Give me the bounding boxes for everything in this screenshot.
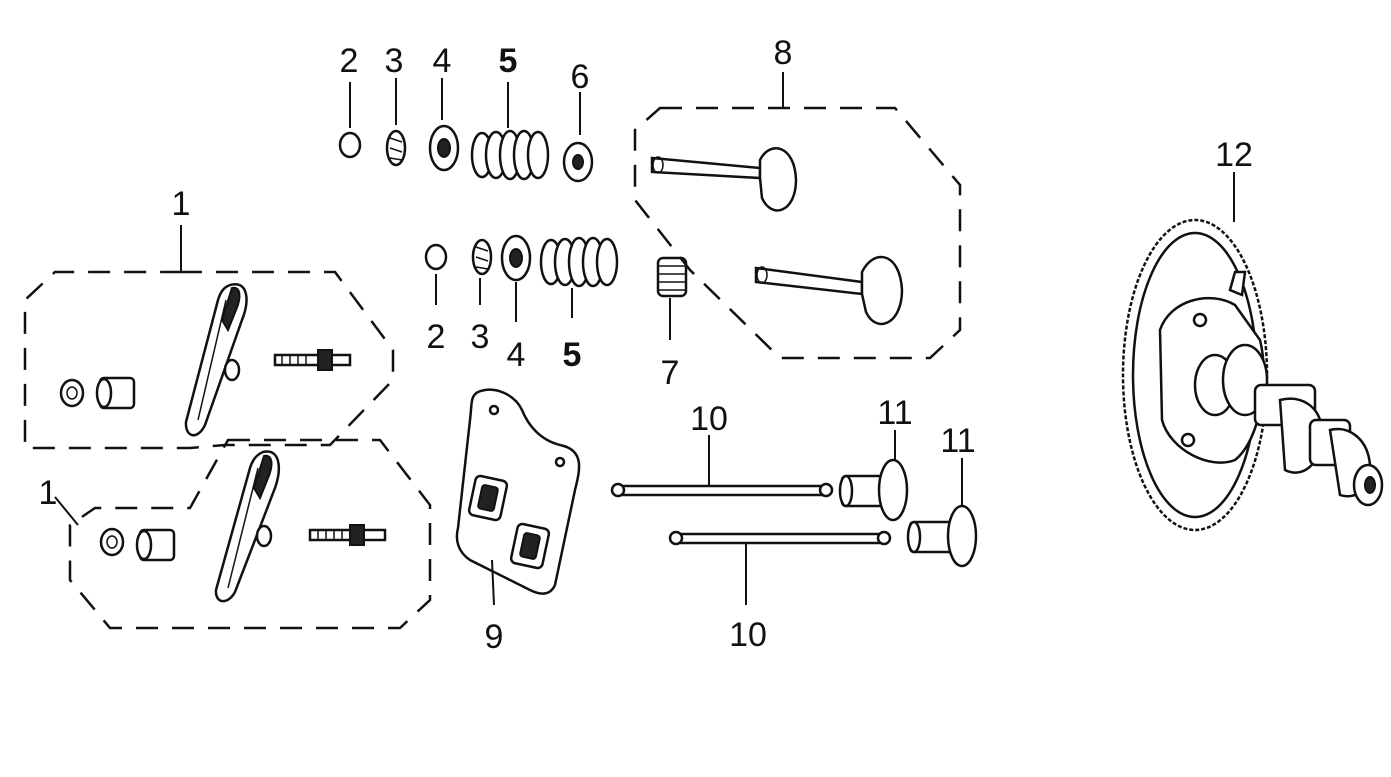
callout-7: 7 — [661, 354, 680, 392]
tappets — [838, 430, 978, 568]
valve-parts-upper-row — [338, 78, 594, 183]
callout-9: 9 — [485, 618, 504, 656]
callout-5-upper: 5 — [499, 42, 518, 80]
valve-spring-upper — [470, 129, 550, 181]
valve-parts-lower-row — [424, 234, 688, 340]
callout-3-upper: 3 — [385, 42, 404, 80]
callout-12: 12 — [1215, 136, 1253, 174]
callout-5-lower: 5 — [563, 336, 582, 374]
callout-4-upper: 4 — [433, 42, 452, 80]
callout-2-upper: 2 — [340, 42, 359, 80]
callout-11-left: 11 — [877, 394, 912, 432]
callout-1-upper: 1 — [172, 185, 191, 223]
valve-assembly — [633, 72, 962, 360]
callout-11-right: 11 — [940, 422, 975, 460]
callout-1-lower: 1 — [39, 474, 58, 512]
callout-6: 6 — [571, 58, 590, 96]
rocker-arm-assembly-lower — [54, 438, 432, 630]
rocker-arm-assembly-upper — [23, 225, 395, 450]
callout-10-lower: 10 — [729, 616, 767, 654]
valve-spring-lower — [539, 236, 619, 288]
callout-3-lower: 3 — [471, 318, 490, 356]
callout-10-upper: 10 — [690, 400, 728, 438]
rocker-gasket — [455, 388, 581, 606]
callout-labels: 1 1 2 2 3 3 4 4 5 5 6 7 8 9 10 10 11 11 … — [39, 34, 1253, 656]
callout-2-lower: 2 — [427, 318, 446, 356]
push-rods — [610, 435, 892, 605]
camshaft-gear — [1121, 172, 1384, 532]
callout-8: 8 — [774, 34, 793, 72]
callout-4-lower: 4 — [507, 336, 526, 374]
